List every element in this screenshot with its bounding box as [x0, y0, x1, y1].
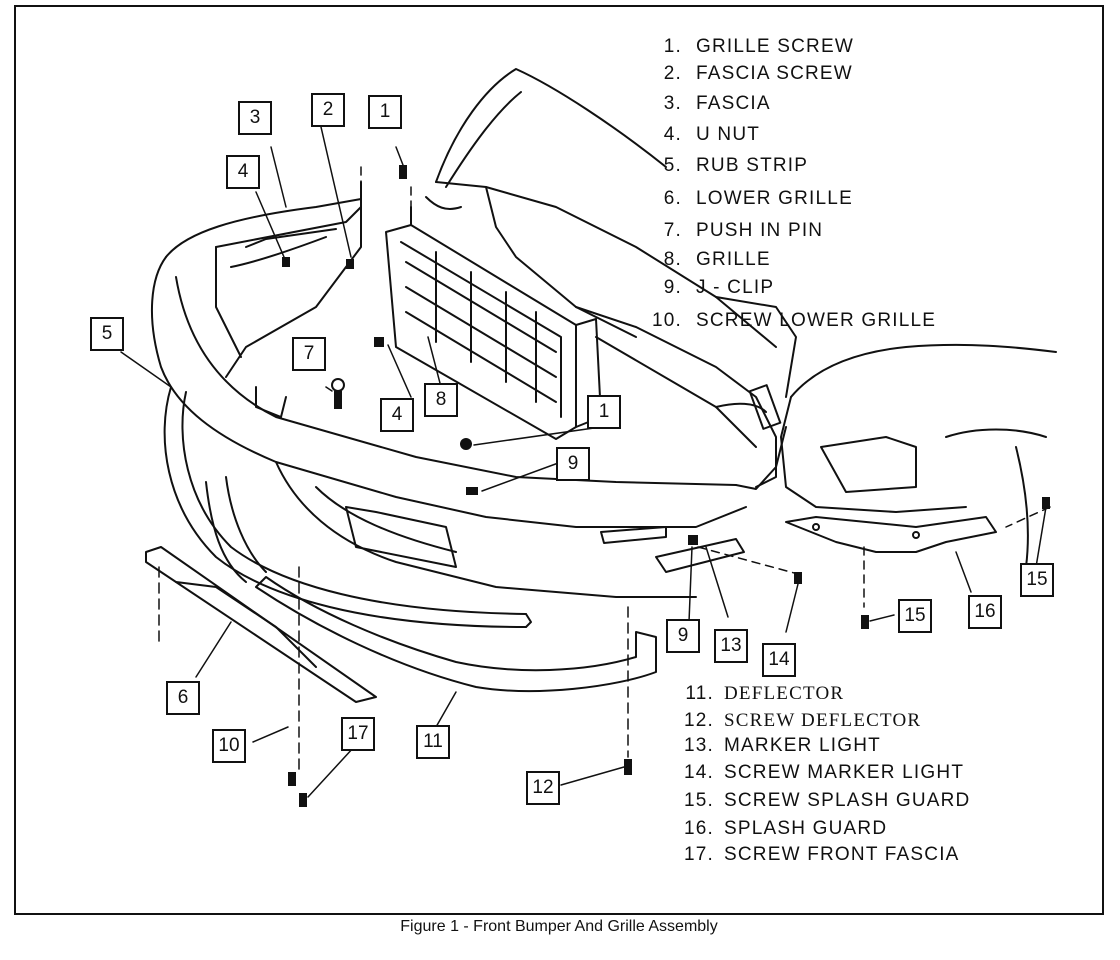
callout-1: 1 [368, 95, 402, 129]
legend-item: 8.GRILLE [663, 249, 771, 270]
legend-item: 2.FASCIA SCREW [663, 63, 853, 84]
rub-strip [163, 386, 532, 628]
callout-8: 8 [424, 383, 458, 417]
legend-item: 5.RUB STRIP [663, 155, 809, 176]
legend-item: 15.SCREW SPLASH GUARD [683, 790, 971, 811]
legend-item: 10.SCREW LOWER GRILLE [651, 310, 937, 331]
legend-item: 3.FASCIA [663, 93, 771, 114]
callout-3: 3 [238, 101, 272, 135]
legend-item: 12.SCREW DEFLECTOR [683, 710, 922, 731]
right-fender [715, 296, 1057, 568]
legend-item: 13.MARKER LIGHT [683, 735, 881, 756]
callout-16: 16 [968, 595, 1002, 629]
callout-15b: 15 [898, 599, 932, 633]
grille [385, 206, 602, 440]
leader-lines [120, 126, 1051, 798]
lower-grille [145, 546, 377, 703]
callout-12: 12 [526, 771, 560, 805]
callout-9: 9 [556, 447, 590, 481]
callout-1b: 1 [587, 395, 621, 429]
legend-item: 7.PUSH IN PIN [663, 220, 824, 241]
callout-6: 6 [166, 681, 200, 715]
legend-item: 1.GRILLE SCREW [663, 36, 854, 57]
callout-13: 13 [714, 629, 748, 663]
figure-caption: Figure 1 - Front Bumper And Grille Assem… [400, 918, 718, 935]
legend-item: 11.DEFLECTOR [685, 683, 845, 704]
callout-11: 11 [416, 725, 450, 759]
callout-14: 14 [762, 643, 796, 677]
callout-4b: 4 [380, 398, 414, 432]
marker-light [655, 538, 745, 573]
callout-10: 10 [212, 729, 246, 763]
radiator-support [575, 306, 782, 488]
fascia-body [151, 181, 787, 598]
legend-item: 4.U NUT [663, 124, 761, 145]
deflector [255, 576, 657, 693]
figure-frame: 3 2 1 4 5 7 4 8 1 9 9 13 14 15 15 16 6 1… [14, 5, 1104, 915]
legend-item: 14.SCREW MARKER LIGHT [683, 762, 965, 783]
legend-item: 9.J - CLIP [663, 277, 775, 298]
exploded-view-drawing [120, 68, 1057, 807]
callout-9b: 9 [666, 619, 700, 653]
callout-17: 17 [341, 717, 375, 751]
hood-outline [425, 68, 777, 348]
legend-item: 17.SCREW FRONT FASCIA [683, 844, 960, 865]
callout-15: 15 [1020, 563, 1054, 597]
callout-4: 4 [226, 155, 260, 189]
splash-guard [785, 516, 997, 553]
fasteners [282, 165, 1050, 807]
callout-7: 7 [292, 337, 326, 371]
callout-5: 5 [90, 317, 124, 351]
legend-item: 6.LOWER GRILLE [663, 188, 853, 209]
callout-2: 2 [311, 93, 345, 127]
legend-item: 16.SPLASH GUARD [683, 818, 888, 839]
